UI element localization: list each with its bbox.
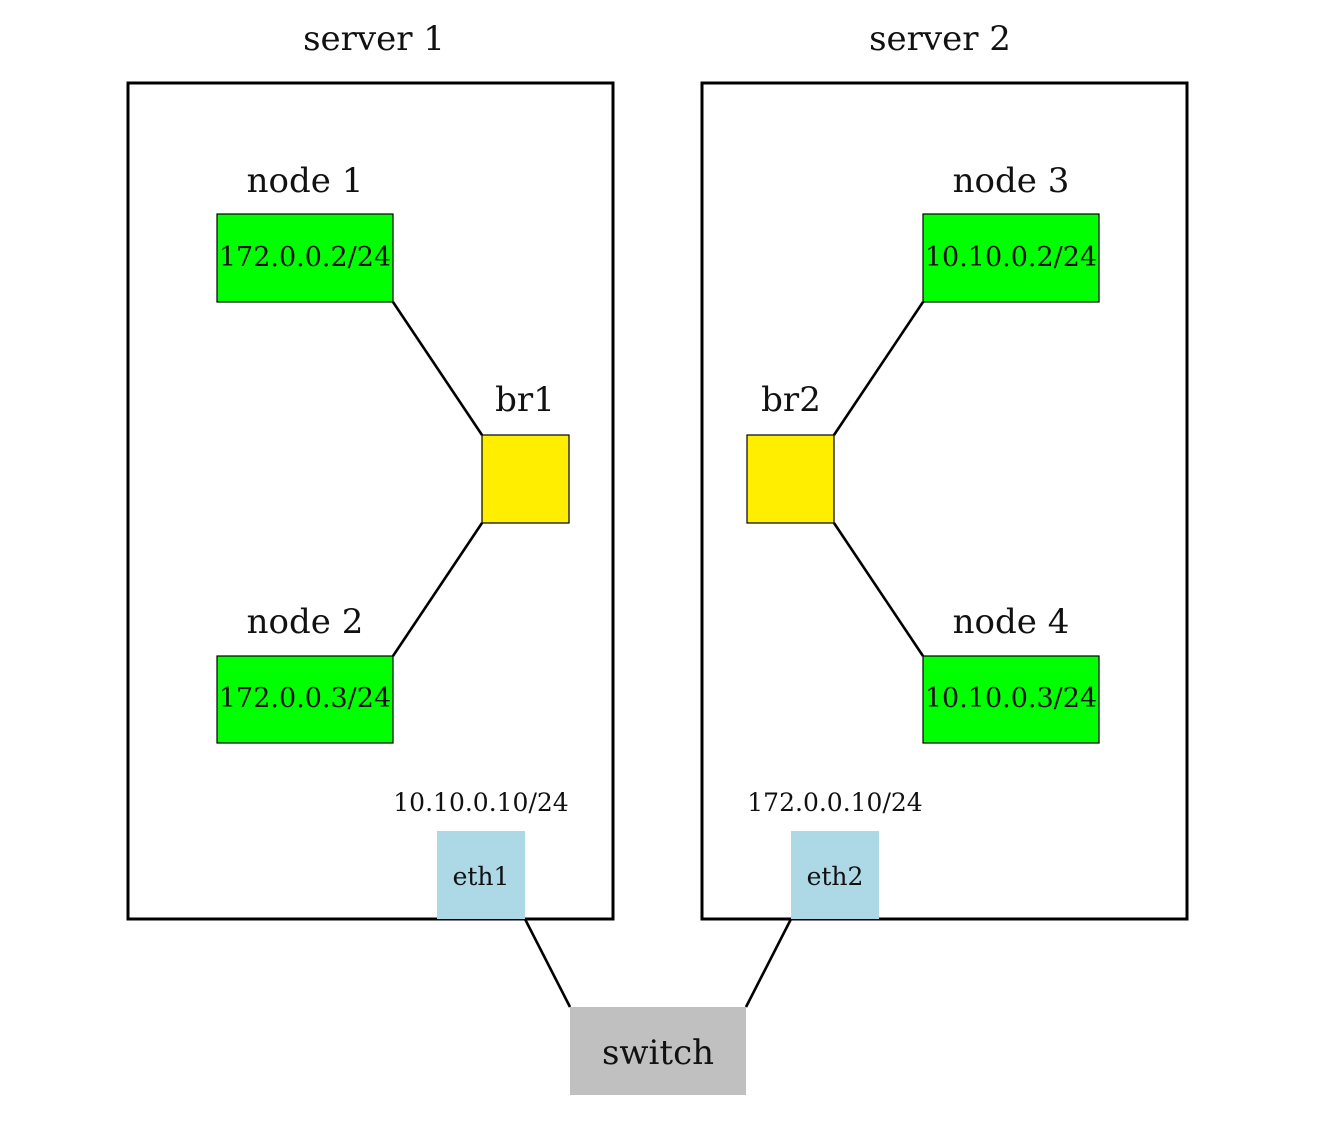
link-eth2-switch [744, 918, 793, 1008]
link-node1-br1 [391, 301, 484, 436]
node-1-title: node 1 [247, 161, 364, 201]
eth1-ip: 10.10.0.10/24 [393, 788, 568, 817]
node-4-box [922, 655, 1100, 744]
node-2-ip: 172.0.0.3/24 [219, 683, 391, 714]
bridge-br2-box [746, 434, 835, 524]
node-4-ip: 10.10.0.3/24 [925, 683, 1097, 714]
bridge-br1-title: br1 [495, 380, 555, 420]
link-node3-br2 [832, 301, 925, 436]
server-1-title: server 1 [303, 19, 445, 59]
node-3-box [922, 213, 1100, 303]
server-1-box [126, 81, 615, 921]
node-4-title: node 4 [953, 602, 1070, 642]
switch-label: switch [602, 1033, 714, 1073]
node-2-title: node 2 [247, 602, 364, 642]
link-eth1-switch [523, 918, 572, 1008]
eth2-ip: 172.0.0.10/24 [747, 788, 922, 817]
node-1-box [216, 213, 394, 303]
node-1-ip: 172.0.0.2/24 [219, 242, 391, 273]
eth1-label: eth1 [453, 862, 510, 891]
link-node2-br1 [391, 522, 484, 657]
eth1-box [437, 831, 525, 919]
eth2-label: eth2 [807, 862, 864, 891]
bridge-br2-title: br2 [761, 380, 821, 420]
switch-box [570, 1007, 746, 1095]
bridge-br1-box [481, 434, 570, 524]
node-3-ip: 10.10.0.2/24 [925, 242, 1097, 273]
node-2-box [216, 655, 394, 744]
link-node4-br2 [832, 522, 925, 657]
node-3-title: node 3 [953, 161, 1070, 201]
eth2-box [791, 831, 879, 919]
server-2-box [700, 81, 1189, 921]
server-2-title: server 2 [869, 19, 1011, 59]
